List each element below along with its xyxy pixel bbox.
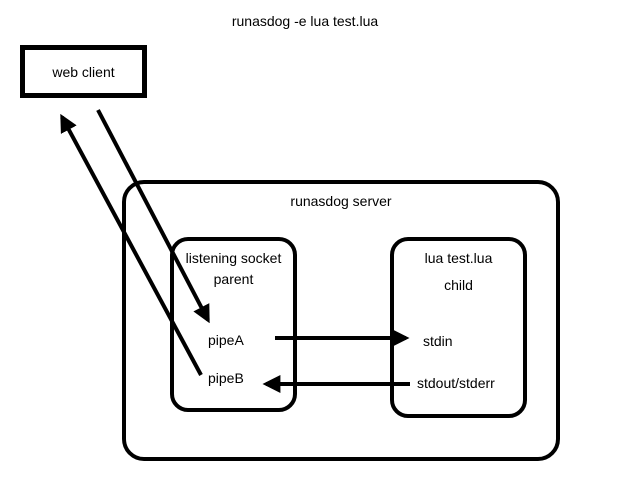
runasdog-server-label: runasdog server [290,193,392,209]
child-box-title: lua test.lua [424,250,493,266]
web-client-label: web client [52,63,115,80]
pipe-b-label: pipeB [208,370,244,386]
lua-child-box: lua test.lua child [390,237,527,418]
child-box-subtitle: child [444,277,473,293]
web-client-box: web client [20,45,147,98]
pipe-a-label: pipeA [208,332,244,348]
stdout-stderr-label: stdout/stderr [417,375,495,391]
parent-box-title: listening socket [185,250,282,266]
stdin-label: stdin [423,333,453,349]
diagram-title: runasdog -e lua test.lua [231,13,379,29]
parent-box-subtitle: parent [213,271,254,287]
